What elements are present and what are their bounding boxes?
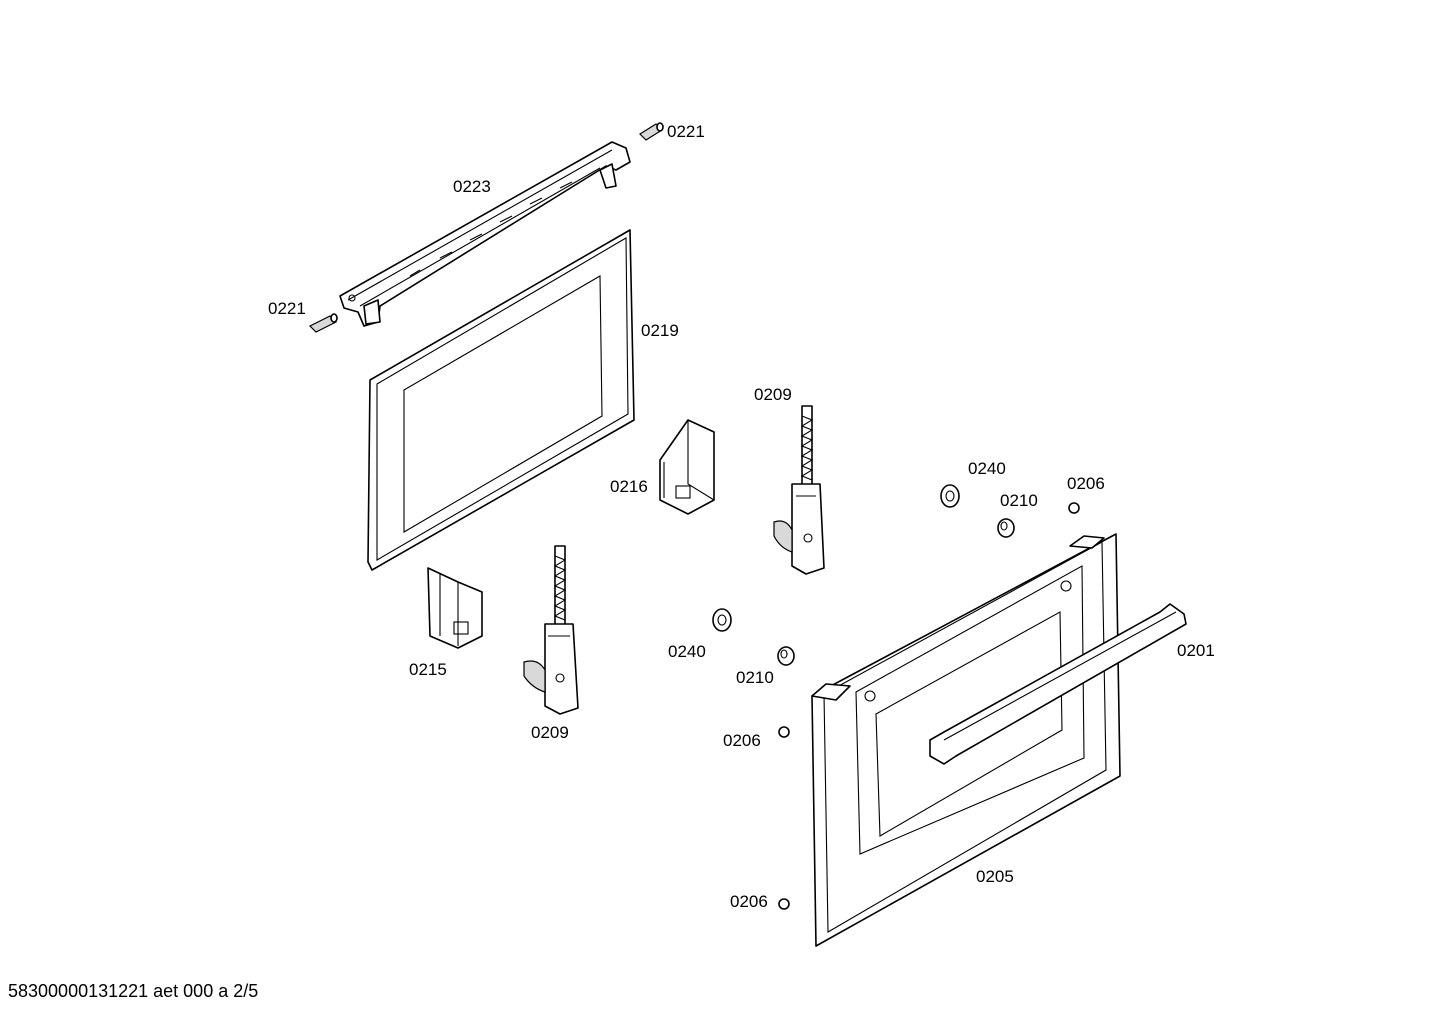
label-0210-lower: 0210	[736, 668, 774, 687]
part-0223-trim-strip	[339, 141, 631, 327]
part-0209-hinge-upper	[773, 405, 825, 575]
part-0219-glass-panel	[367, 229, 635, 571]
label-0216: 0216	[610, 477, 648, 496]
label-0206-upper: 0206	[1067, 474, 1105, 493]
label-0215: 0215	[409, 660, 447, 679]
part-0221-pin-top	[639, 122, 664, 141]
part-0206-screw-upper	[1068, 502, 1080, 514]
label-0221-top: 0221	[667, 122, 705, 141]
part-0210-spacer-lower	[777, 646, 795, 666]
part-0209-hinge-lower	[523, 545, 579, 715]
label-0209-upper: 0209	[754, 385, 792, 404]
label-0206-lower: 0206	[730, 892, 768, 911]
label-0201: 0201	[1177, 641, 1215, 660]
part-0206-screw-mid	[778, 726, 790, 738]
label-0219: 0219	[641, 321, 679, 340]
part-0201-handle	[929, 603, 1187, 765]
part-0216-bracket	[659, 419, 715, 515]
label-0240-lower: 0240	[668, 642, 706, 661]
label-0206-mid: 0206	[723, 731, 761, 750]
part-0240-washer-upper	[940, 484, 960, 508]
label-0221-left: 0221	[268, 299, 306, 318]
document-code: 58300000131221 aet 000 a 2/5	[8, 981, 259, 1001]
part-0240-washer-lower	[712, 608, 732, 632]
label-0210-upper: 0210	[1000, 491, 1038, 510]
part-0221-pin-left	[308, 313, 338, 333]
label-0240-upper: 0240	[968, 459, 1006, 478]
part-0206-screw-lower	[778, 898, 790, 910]
label-0223: 0223	[453, 177, 491, 196]
part-0215-bracket	[427, 567, 483, 649]
part-0210-spacer-upper	[997, 518, 1015, 538]
label-0205: 0205	[976, 867, 1014, 886]
label-0209-lower: 0209	[531, 723, 569, 742]
